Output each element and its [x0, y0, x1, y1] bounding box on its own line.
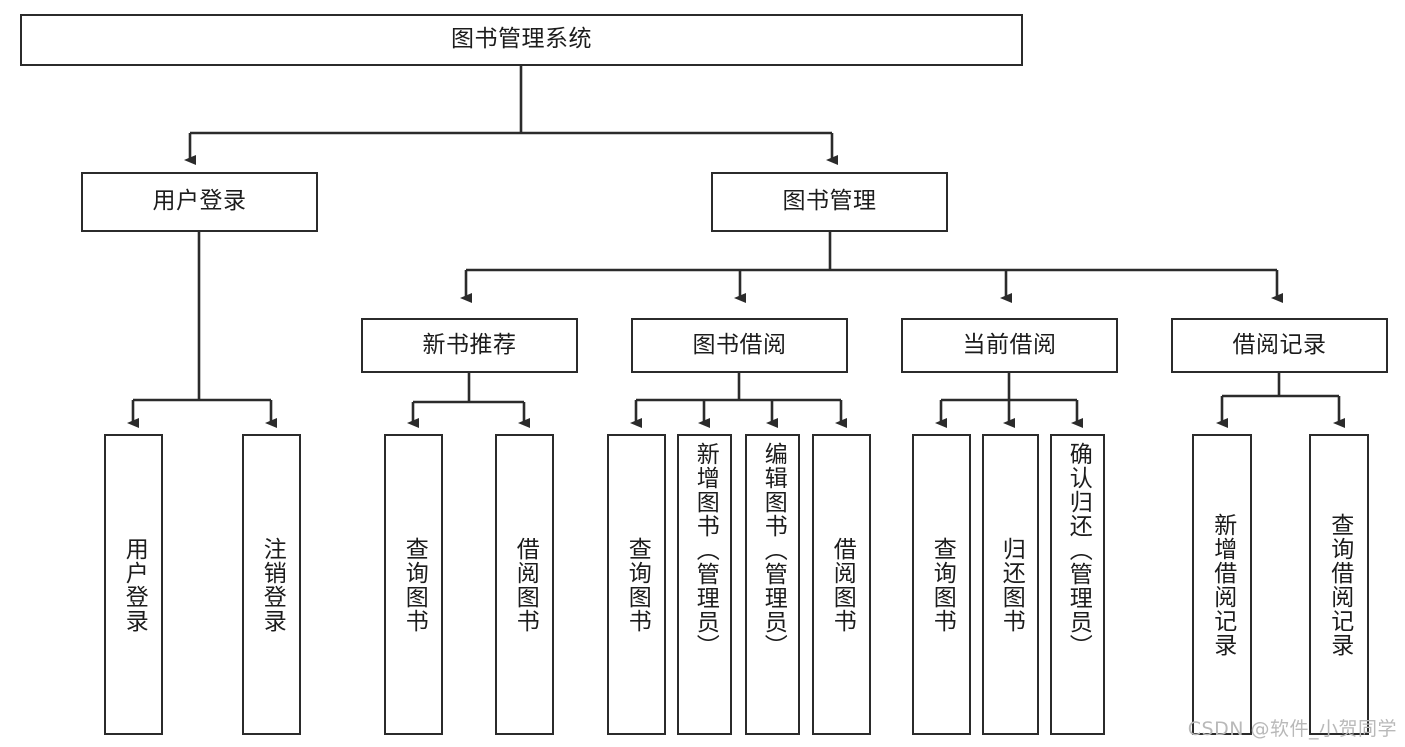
node-user-login[interactable]: 用户登录 — [81, 172, 318, 232]
leaf-label: 查询图书 — [929, 536, 956, 633]
node-label: 借阅记录 — [1232, 331, 1327, 358]
leaf-label: 查询图书 — [624, 536, 651, 633]
leaf-label: 归还图书 — [998, 536, 1025, 633]
leaf-node-query-book-borrow[interactable]: 查询图书 — [607, 434, 666, 735]
leaf-node-query-book-recommend[interactable]: 查询图书 — [384, 434, 443, 735]
leaf-node-add-book-admin[interactable]: 新增图书（管理员） — [677, 434, 732, 735]
leaf-node-borrow-book[interactable]: 借阅图书 — [812, 434, 871, 735]
node-label: 新书推荐 — [422, 331, 517, 358]
leaf-label: 新增图书（管理员） — [692, 442, 719, 658]
leaf-node-edit-book-admin[interactable]: 编辑图书（管理员） — [745, 434, 800, 735]
node-label: 图书管理 — [782, 188, 877, 215]
node-label: 用户登录 — [152, 188, 247, 215]
leaf-label: 注销登录 — [259, 536, 286, 633]
node-borrow-record[interactable]: 借阅记录 — [1171, 318, 1388, 373]
leaf-label: 编辑图书（管理员） — [760, 442, 787, 658]
leaf-label: 新增借阅记录 — [1209, 512, 1236, 657]
leaf-label: 查询借阅记录 — [1326, 512, 1353, 657]
leaf-label: 借阅图书 — [512, 536, 539, 633]
node-current-borrow[interactable]: 当前借阅 — [901, 318, 1118, 373]
node-label: 图书借阅 — [692, 331, 787, 358]
csdn-watermark: CSDN @软件_小贺同学 — [1187, 718, 1397, 740]
node-book-management-system[interactable]: 图书管理系统 — [20, 14, 1023, 66]
node-book-management[interactable]: 图书管理 — [711, 172, 948, 232]
leaf-node-confirm-return-admin[interactable]: 确认归还（管理员） — [1050, 434, 1105, 735]
leaf-node-add-borrow-record[interactable]: 新增借阅记录 — [1192, 434, 1252, 735]
leaf-node-query-book-current[interactable]: 查询图书 — [912, 434, 971, 735]
leaf-node-borrow-book-recommend[interactable]: 借阅图书 — [495, 434, 554, 735]
node-new-book-recommend[interactable]: 新书推荐 — [361, 318, 578, 373]
node-label: 图书管理系统 — [451, 26, 592, 53]
leaf-label: 确认归还（管理员） — [1065, 442, 1092, 658]
leaf-node-logout[interactable]: 注销登录 — [242, 434, 301, 735]
leaf-node-query-borrow-record[interactable]: 查询借阅记录 — [1309, 434, 1369, 735]
node-book-borrow[interactable]: 图书借阅 — [631, 318, 848, 373]
leaf-node-user-login[interactable]: 用户登录 — [104, 434, 163, 735]
leaf-label: 借阅图书 — [829, 536, 856, 633]
node-label: 当前借阅 — [962, 331, 1057, 358]
leaf-label: 查询图书 — [401, 536, 428, 633]
leaf-node-return-book[interactable]: 归还图书 — [982, 434, 1039, 735]
leaf-label: 用户登录 — [121, 536, 148, 633]
